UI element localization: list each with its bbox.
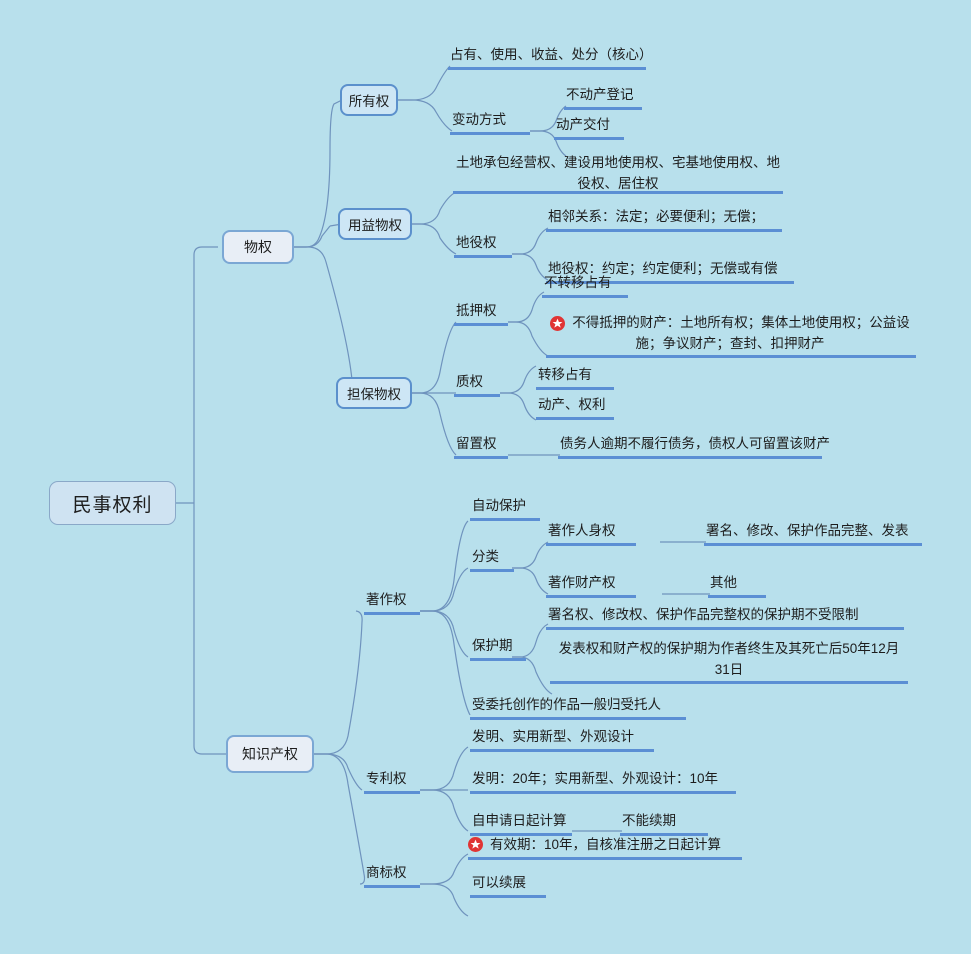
node-trademark-right[interactable]: 商标权 (364, 862, 420, 888)
node-ownership-core[interactable]: 占有、使用、收益、处分（核心） (448, 44, 653, 70)
node-label: 自申请日起计算 (472, 813, 567, 828)
node-trademark-validity[interactable]: 有效期：10年，自核准注册之日起计算 (468, 834, 742, 860)
node-label: 发明、实用新型、外观设计 (472, 729, 634, 744)
node-label: 相邻关系：法定；必要便利；无偿； (548, 209, 764, 224)
node-label: 土地承包经营权、建设用地使用权、宅基地使用权、地役权、居住权 (456, 155, 780, 191)
node-no-transfer-possession[interactable]: 不转移占有 (542, 272, 628, 298)
node-label: 分类 (472, 549, 499, 564)
node-protection-period[interactable]: 保护期 (470, 635, 526, 661)
node-non-mortgageable-property[interactable]: 不得抵押的财产：土地所有权；集体土地使用权；公益设施；争议财产；查封、扣押财产 (546, 312, 916, 358)
red-star-icon (550, 315, 566, 331)
node-transfer-possession[interactable]: 转移占有 (536, 364, 614, 390)
node-automatic-protection[interactable]: 自动保护 (470, 495, 540, 521)
node-unlimited-protection[interactable]: 署名权、修改权、保护作品完整权的保护期不受限制 (546, 604, 904, 630)
node-usufruct-list[interactable]: 土地承包经营权、建设用地使用权、宅基地使用权、地役权、居住权 (453, 152, 783, 194)
node-label: 著作权 (366, 592, 407, 607)
node-publication-protection[interactable]: 发表权和财产权的保护期为作者终生及其死亡后50年12月31日 (550, 638, 908, 684)
node-label: 专利权 (366, 771, 407, 786)
node-patent-types[interactable]: 发明、实用新型、外观设计 (470, 726, 654, 752)
node-trademark-renewable[interactable]: 可以续展 (470, 872, 546, 898)
node-label: 抵押权 (456, 303, 497, 318)
node-label: 自动保护 (472, 498, 526, 513)
node-easement[interactable]: 地役权 (454, 232, 512, 258)
node-label: 商标权 (366, 865, 407, 880)
node-chattel-delivery[interactable]: 动产交付 (554, 114, 624, 140)
root-node[interactable]: 民事权利 (49, 481, 176, 525)
node-patent-terms[interactable]: 发明：20年；实用新型、外观设计：10年 (470, 768, 736, 794)
node-label: 有效期：10年，自核准注册之日起计算 (490, 837, 722, 852)
node-patent-right[interactable]: 专利权 (364, 768, 420, 794)
root-node-label: 民事权利 (72, 494, 153, 516)
node-label: 著作财产权 (548, 575, 616, 590)
node-label: 署名、修改、保护作品完整、发表 (706, 523, 909, 538)
branch-node-label: 物权 (244, 239, 272, 255)
node-label: 不能续期 (622, 813, 676, 828)
node-label: 不动产登记 (566, 87, 634, 102)
node-label: 地役权 (456, 235, 497, 250)
node-lien[interactable]: 留置权 (454, 433, 508, 459)
node-label: 著作人身权 (548, 523, 616, 538)
node-classification[interactable]: 分类 (470, 546, 514, 572)
node-moral-rights-detail[interactable]: 署名、修改、保护作品完整、发表 (704, 520, 922, 546)
node-label: 受委托创作的作品一般归受托人 (472, 697, 661, 712)
node-label: 其他 (710, 575, 737, 590)
branch-node-intellectual-property[interactable]: 知识产权 (226, 735, 314, 773)
node-commissioned-work[interactable]: 受委托创作的作品一般归受托人 (470, 694, 686, 720)
node-moral-rights[interactable]: 著作人身权 (546, 520, 636, 546)
node-economic-rights-detail[interactable]: 其他 (708, 572, 766, 598)
node-security-interests[interactable]: 担保物权 (336, 377, 412, 409)
branch-node-property-rights[interactable]: 物权 (222, 230, 294, 264)
node-label: 发表权和财产权的保护期为作者终生及其死亡后50年12月31日 (558, 641, 900, 677)
node-label: 担保物权 (347, 387, 401, 402)
node-lien-detail[interactable]: 债务人逾期不履行债务，债权人可留置该财产 (558, 433, 830, 459)
node-label: 不转移占有 (544, 275, 612, 290)
node-economic-rights[interactable]: 著作财产权 (546, 572, 636, 598)
node-chattel-rights[interactable]: 动产、权利 (536, 394, 614, 420)
node-ownership[interactable]: 所有权 (340, 84, 398, 116)
node-adjacent-relation[interactable]: 相邻关系：法定；必要便利；无偿； (546, 206, 782, 232)
node-label: 质权 (456, 374, 483, 389)
node-no-renewal[interactable]: 不能续期 (620, 810, 708, 836)
node-label: 变动方式 (452, 112, 506, 127)
red-star-icon (468, 837, 483, 852)
node-label: 动产、权利 (538, 397, 606, 412)
node-label: 署名权、修改权、保护作品完整权的保护期不受限制 (548, 607, 859, 622)
node-label: 地役权：约定；约定便利；无偿或有偿 (548, 261, 778, 276)
node-label: 动产交付 (556, 117, 610, 132)
node-easement-agreement[interactable]: 地役权：约定；约定便利；无偿或有偿 (546, 258, 794, 284)
node-label: 占有、使用、收益、处分（核心） (450, 47, 653, 62)
node-usufructuary-rights[interactable]: 用益物权 (338, 208, 412, 240)
node-label: 发明：20年；实用新型、外观设计：10年 (472, 771, 719, 786)
node-label: 不得抵押的财产：土地所有权；集体土地使用权；公益设施；争议财产；查封、扣押财产 (572, 315, 910, 351)
node-label: 转移占有 (538, 367, 592, 382)
node-label-row: 不得抵押的财产：土地所有权；集体土地使用权；公益设施；争议财产；查封、扣押财产 (546, 312, 914, 354)
node-label: 债务人逾期不履行债务，债权人可留置该财产 (560, 436, 830, 451)
node-pledge[interactable]: 质权 (454, 371, 500, 397)
node-label: 留置权 (456, 436, 497, 451)
node-label-row: 有效期：10年，自核准注册之日起计算 (468, 834, 721, 855)
node-label: 保护期 (472, 638, 513, 653)
node-mortgage[interactable]: 抵押权 (454, 300, 508, 326)
node-real-estate-registration[interactable]: 不动产登记 (564, 84, 642, 110)
node-change-method[interactable]: 变动方式 (450, 109, 530, 135)
node-copyright[interactable]: 著作权 (364, 589, 420, 615)
node-patent-start-date[interactable]: 自申请日起计算 (470, 810, 572, 836)
node-label: 用益物权 (348, 218, 402, 233)
node-label: 可以续展 (472, 875, 526, 890)
node-label: 所有权 (348, 94, 390, 109)
branch-node-label: 知识产权 (242, 746, 298, 762)
